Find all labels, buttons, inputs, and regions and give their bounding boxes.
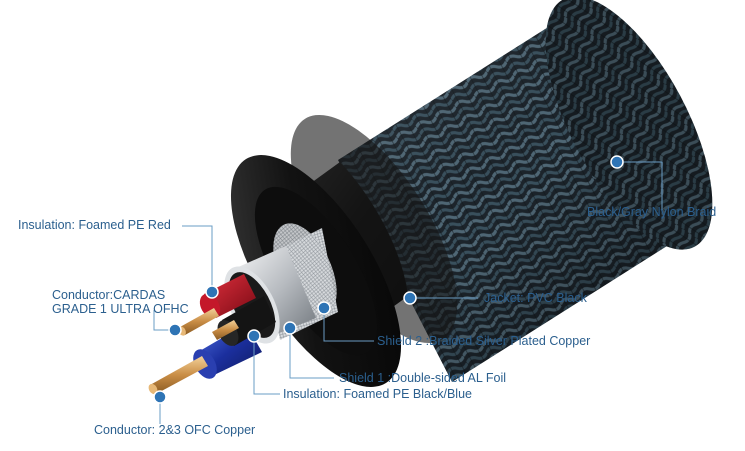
red-conductor — [178, 274, 256, 336]
dot-shield1 — [283, 321, 297, 335]
dot-insulation-blackblue — [247, 329, 261, 343]
marker-dots — [153, 155, 624, 404]
label-conductor-cardas-line1: Conductor:CARDAS — [52, 288, 166, 302]
dot-braid — [610, 155, 624, 169]
dot-shield2 — [317, 301, 331, 315]
label-braid: Black/Gray Nylon Braid — [587, 205, 717, 219]
leader-lines — [153, 161, 663, 424]
label-conductor-ofc: Conductor: 2&3 OFC Copper — [94, 423, 256, 437]
dot-conductor-ofc — [153, 390, 167, 404]
dot-insulation-red — [205, 285, 219, 299]
label-jacket: Jacket: PVC Black — [484, 291, 587, 305]
dot-jacket — [403, 291, 417, 305]
label-conductor-cardas-line2: GRADE 1 ULTRA OFHC — [52, 302, 189, 316]
label-insulation-red: Insulation: Foamed PE Red — [18, 218, 171, 232]
black-conductor — [212, 296, 276, 346]
label-insulation-blackblue: Insulation: Foamed PE Black/Blue — [283, 387, 472, 401]
dot-conductor-cardas — [168, 323, 182, 337]
label-shield1: Shield 1 :Double-sided AL Foil — [339, 371, 506, 385]
label-shield2: Shield 2 :Braided Silver Plated Copper — [377, 334, 591, 348]
